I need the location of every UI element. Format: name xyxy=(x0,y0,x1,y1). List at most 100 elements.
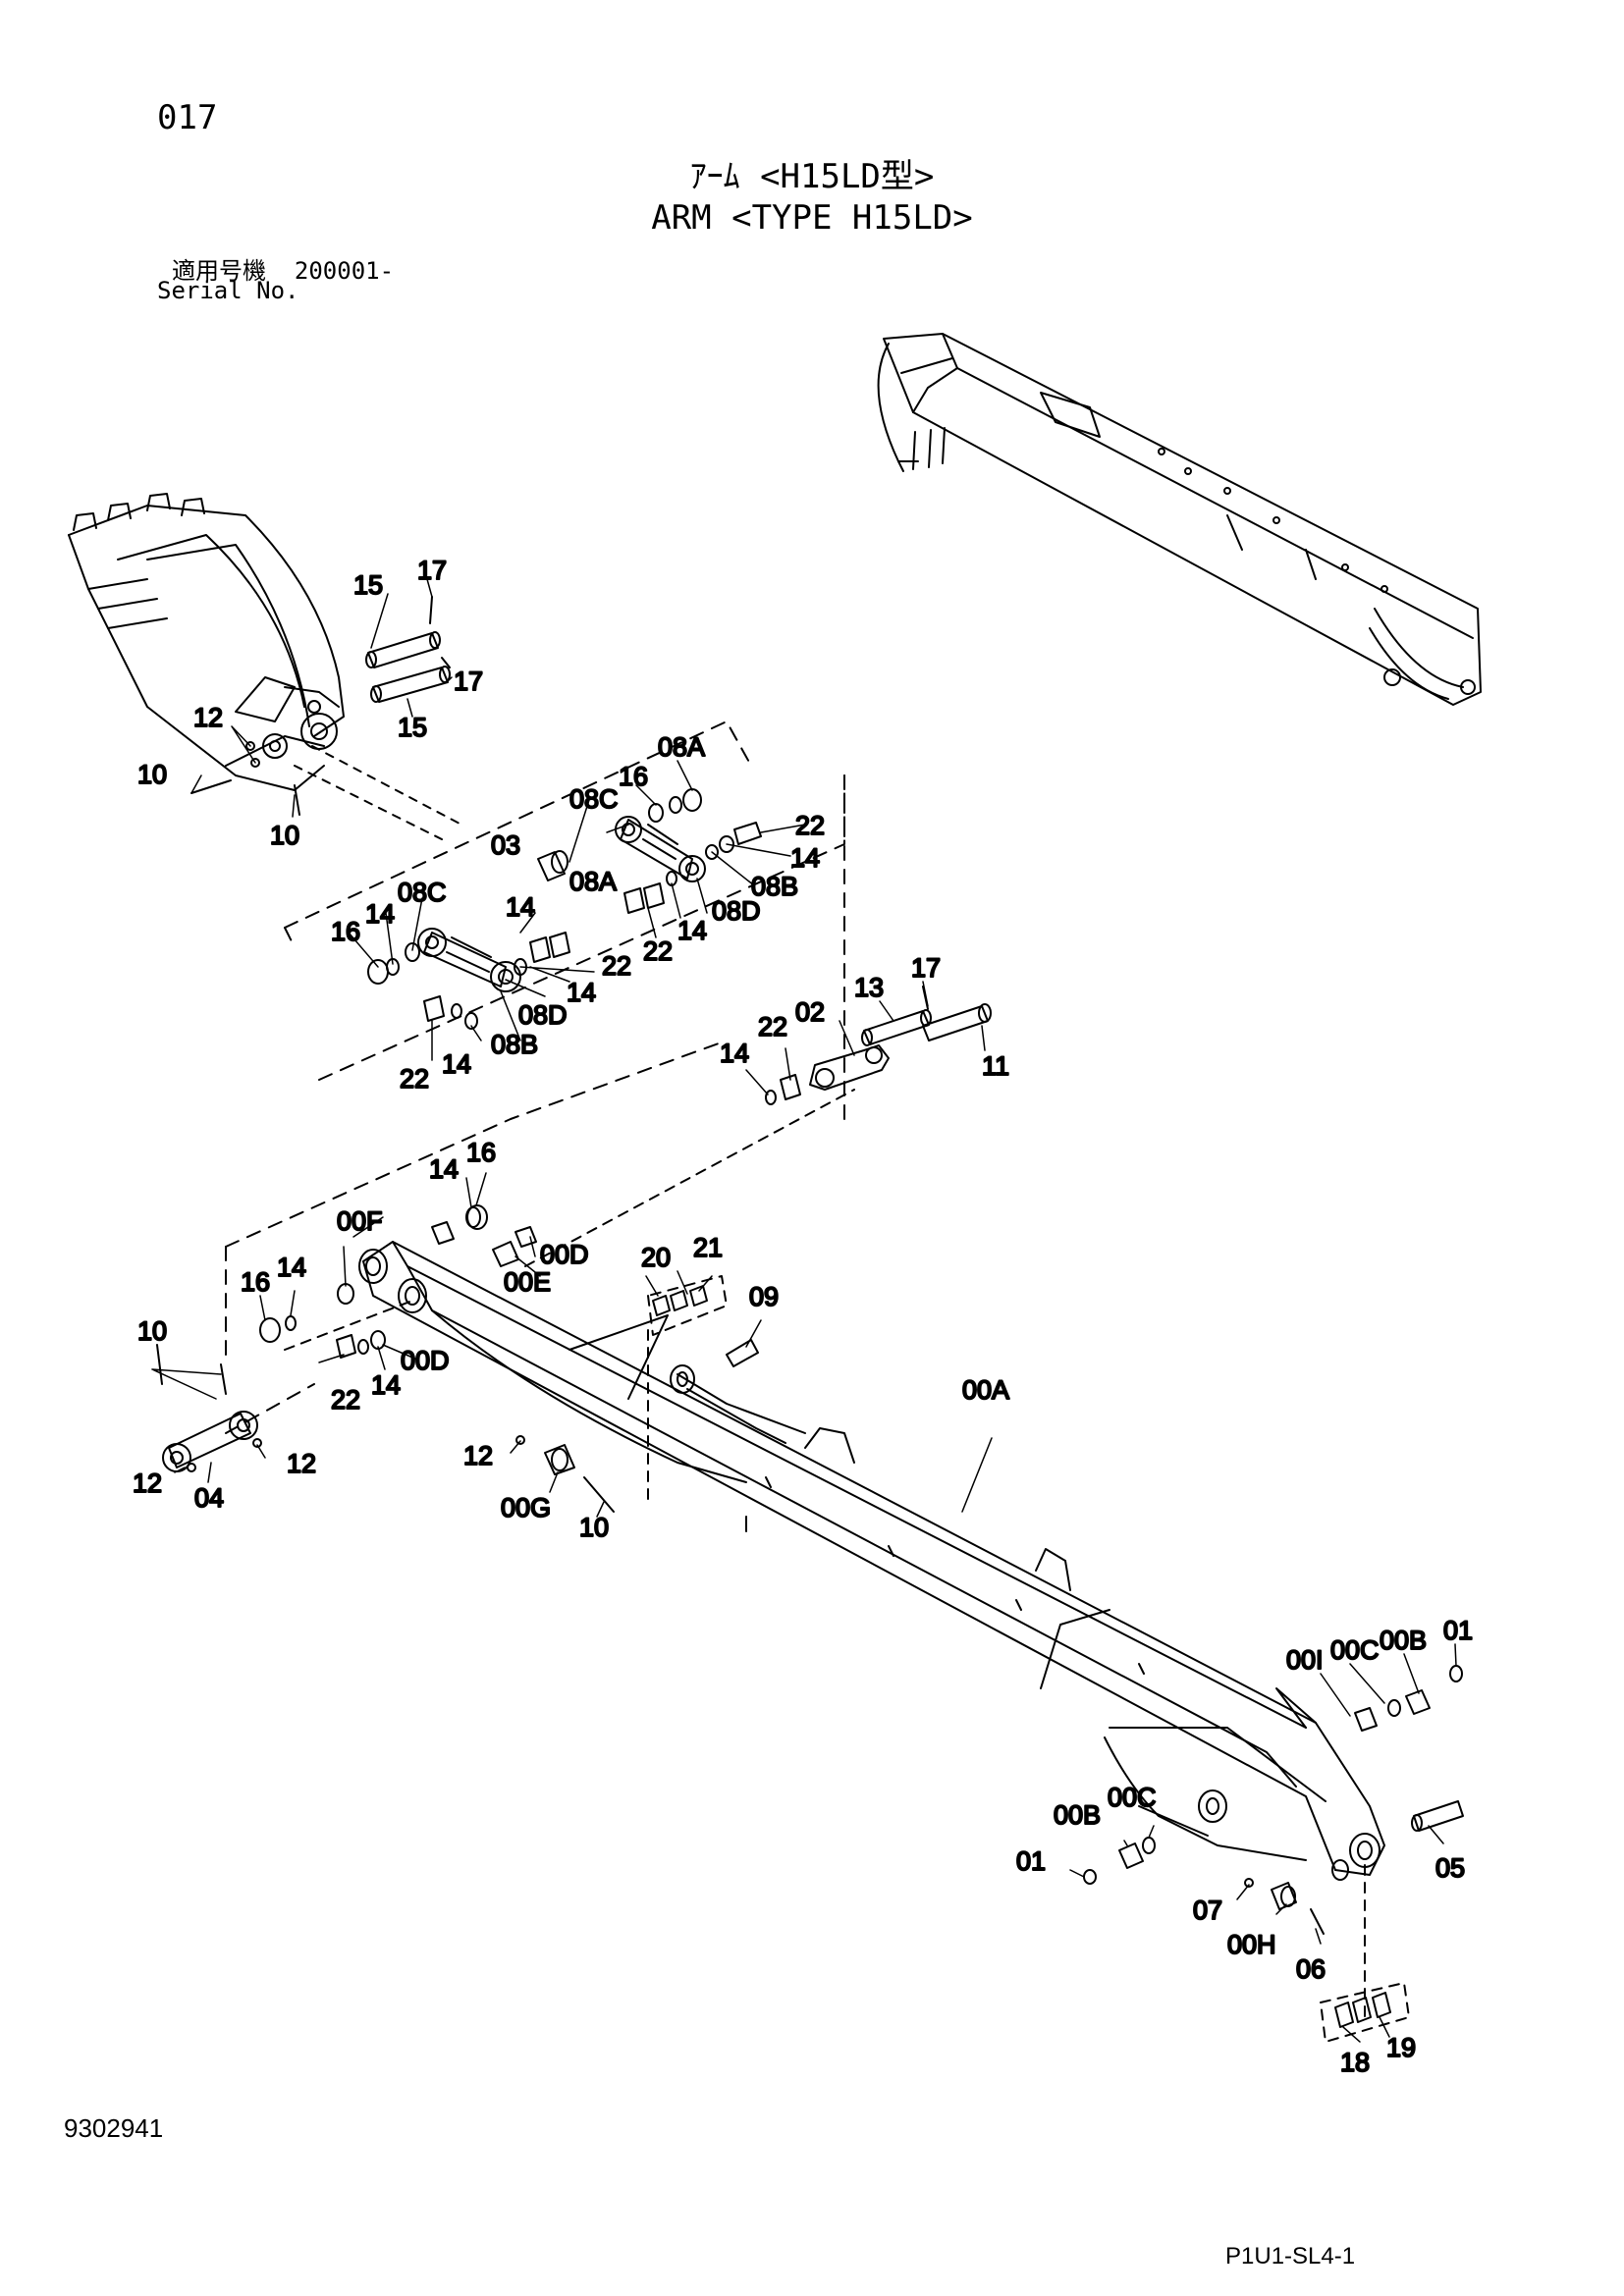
callout-08D: 08D xyxy=(518,1000,568,1030)
callout-16: 16 xyxy=(466,1138,496,1167)
callout-01: 01 xyxy=(1443,1616,1473,1645)
callout-00B: 00B xyxy=(1380,1626,1427,1655)
callout-10: 10 xyxy=(137,760,167,789)
callout-14: 14 xyxy=(277,1253,306,1282)
callout-19: 19 xyxy=(1386,2033,1416,2062)
callout-10: 10 xyxy=(137,1316,167,1346)
bushing-00H xyxy=(1271,1882,1297,1910)
serial-value: 200001- xyxy=(294,257,395,285)
pin-09 xyxy=(726,1339,759,1367)
title-english: ARM <TYPE H15LD> xyxy=(651,198,973,238)
callout-08B: 08B xyxy=(491,1030,538,1059)
overview-arm-drawing xyxy=(877,333,1482,706)
bolt-10-bucket xyxy=(190,779,300,816)
shim-22 xyxy=(423,995,445,1022)
shims-20-21 xyxy=(652,1285,708,1316)
callout-08C: 08C xyxy=(398,878,447,907)
callout-07: 07 xyxy=(1193,1896,1222,1925)
callout-14: 14 xyxy=(365,899,395,929)
callout-17: 17 xyxy=(911,953,941,983)
callout-00D: 00D xyxy=(540,1240,589,1269)
callout-06: 06 xyxy=(1296,1954,1326,1984)
callout-03: 03 xyxy=(491,830,520,860)
callout-labels: 15 17 17 15 12 10 10 08A 16 08C 22 14 03… xyxy=(132,555,1474,2078)
callout-14: 16 xyxy=(619,762,648,791)
link-group-boundary xyxy=(284,721,752,929)
callout-17: 17 xyxy=(417,556,447,585)
ring-16 xyxy=(367,959,389,985)
callout-00E: 00E xyxy=(504,1267,551,1297)
bolt-10 xyxy=(156,1344,227,1395)
callout-14: 14 xyxy=(677,916,707,945)
callout-22: 22 xyxy=(795,811,825,840)
shims-22 xyxy=(529,932,570,963)
wire-17 xyxy=(429,596,451,668)
shim-group-boundary xyxy=(1320,1982,1410,2043)
title-japanese: ｱｰﾑ <H15LD型> xyxy=(689,157,935,196)
callout-08A: 08A xyxy=(569,867,617,896)
bushing-00E xyxy=(492,1241,519,1267)
leader-lines xyxy=(151,578,1457,2043)
bucket-drawing xyxy=(68,493,345,791)
callout-00C: 00C xyxy=(1108,1783,1157,1812)
callout-08B: 08B xyxy=(751,872,798,901)
pin-05 xyxy=(1413,1800,1464,1832)
callout-12: 12 xyxy=(133,1468,162,1498)
bushing-00D xyxy=(514,1226,537,1248)
shim-22 xyxy=(733,822,762,845)
callout-22: 22 xyxy=(643,936,673,966)
callout-16: 16 xyxy=(241,1267,270,1297)
main-arm-00A xyxy=(358,1241,1385,1881)
callout-14: 14 xyxy=(720,1039,749,1068)
bushing-00I xyxy=(1354,1707,1378,1732)
callout-08C: 08C xyxy=(569,784,619,814)
callout-18: 18 xyxy=(1340,2048,1370,2077)
callout-08D: 08D xyxy=(712,896,761,926)
callout-22: 22 xyxy=(400,1064,429,1094)
ring-16 xyxy=(466,1204,488,1230)
link-02 xyxy=(809,1044,890,1091)
callout-21: 21 xyxy=(693,1233,723,1262)
callout-00A: 00A xyxy=(962,1375,1009,1405)
bolt-10 xyxy=(583,1476,615,1513)
bushing-03 xyxy=(537,851,566,881)
shims-18-19 xyxy=(1334,1992,1391,2028)
callout-00D: 00D xyxy=(401,1346,450,1375)
callout-12: 12 xyxy=(193,703,223,732)
callout-11: 11 xyxy=(982,1051,1009,1081)
callout-05: 05 xyxy=(1435,1853,1465,1883)
callout-12: 12 xyxy=(463,1441,493,1470)
callout-22: 22 xyxy=(758,1012,787,1041)
callout-16: 08A xyxy=(658,732,705,762)
callout-14: 14 xyxy=(429,1154,459,1184)
callout-20: 20 xyxy=(641,1243,671,1272)
callout-15: 15 xyxy=(353,570,383,600)
callout-22: 22 xyxy=(602,951,631,981)
bushing-00B xyxy=(1118,1842,1144,1869)
callout-00B: 00B xyxy=(1054,1800,1101,1830)
pin-13 xyxy=(863,1010,930,1045)
callout-16: 16 xyxy=(331,917,360,946)
shim-22 xyxy=(336,1334,356,1359)
callout-00I: 00I xyxy=(1286,1645,1324,1675)
shims-22 xyxy=(623,882,665,914)
serial-range-japanese: 適用号機 200001- xyxy=(172,251,394,286)
link-04 xyxy=(162,1411,258,1472)
callout-13: 13 xyxy=(854,973,884,1002)
callout-00G: 00G xyxy=(501,1493,551,1522)
callout-17: 17 xyxy=(454,667,483,696)
bushing-00F xyxy=(431,1221,455,1245)
callout-14: 14 xyxy=(442,1049,471,1079)
bolt-06 xyxy=(1310,1908,1325,1935)
ring-16 xyxy=(259,1317,281,1343)
callout-14: 14 xyxy=(371,1370,401,1400)
page-number: 017 xyxy=(157,98,218,137)
ring-16 xyxy=(682,788,702,812)
callout-04: 04 xyxy=(194,1483,224,1513)
callout-15: 15 xyxy=(398,713,427,742)
callout-12: 12 xyxy=(287,1449,316,1478)
callout-02: 02 xyxy=(795,997,825,1027)
callout-10: 10 xyxy=(579,1513,609,1542)
callout-09: 09 xyxy=(749,1282,779,1311)
